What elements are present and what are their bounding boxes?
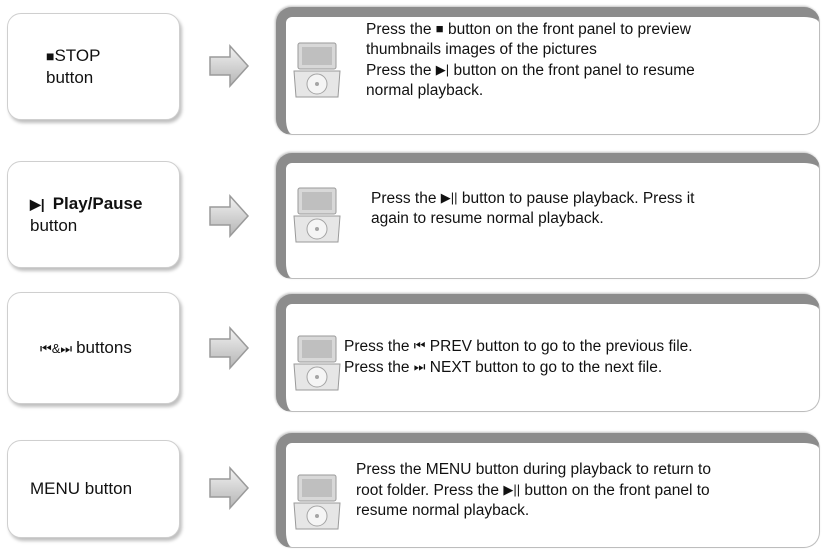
menu-description: Press the MENU button during playback to…	[356, 461, 711, 519]
prev-icon: ⏮	[413, 338, 426, 353]
prev-next-label-box: ⏮&⏭buttons	[7, 292, 180, 404]
prev-next-label-line1: ⏮&⏭buttons	[40, 337, 179, 360]
play-pause-description: Press the ▶|| button to pause playback. …	[371, 190, 695, 227]
stop-description: Press the ■ button on the front panel to…	[366, 21, 695, 99]
stop-label-box: ■STOP button	[7, 13, 180, 120]
right-arrow-icon	[209, 326, 250, 370]
play-pause-label-text: Play/Pause	[52, 193, 143, 213]
portable-dvd-player-icon	[293, 335, 341, 391]
play-pause-icon: ▶|	[435, 62, 450, 77]
menu-description-panel: Press the MENU button during playback to…	[276, 433, 820, 548]
play-pause-icon: ▶||	[440, 190, 458, 205]
play-pause-label-line2: button	[30, 215, 78, 235]
prev-next-icon: ⏮&⏭	[40, 340, 73, 356]
play-pause-label-line1: ▶| Play/Pause	[30, 193, 179, 215]
play-pause-description-panel: Press the ▶|| button to pause playback. …	[276, 153, 820, 279]
prev-next-description-panel: Press the ⏮ PREV button to go to the pre…	[276, 294, 820, 412]
menu-label-text: MENU button	[30, 479, 133, 498]
prev-next-description: Press the ⏮ PREV button to go to the pre…	[344, 338, 693, 376]
stop-icon: ■	[46, 47, 55, 64]
stop-label-text: STOP	[54, 45, 101, 65]
portable-dvd-player-icon	[293, 42, 341, 98]
stop-label-line2: button	[46, 67, 94, 87]
right-arrow-icon	[209, 466, 250, 510]
right-arrow-icon	[209, 194, 250, 238]
play-pause-icon: ▶|	[30, 195, 45, 212]
stop-description-panel: Press the ■ button on the front panel to…	[276, 7, 820, 135]
play-pause-label-box: ▶| Play/Pause button	[7, 161, 180, 268]
portable-dvd-player-icon	[293, 474, 341, 530]
portable-dvd-player-icon	[293, 187, 341, 243]
stop-button-icon: ■	[435, 21, 444, 36]
next-icon: ⏭	[413, 359, 426, 374]
stop-label-line1: ■STOP	[46, 45, 179, 67]
prev-next-label-text: buttons	[76, 337, 132, 357]
play-pause-icon: ▶||	[503, 482, 521, 497]
right-arrow-icon	[209, 44, 250, 88]
menu-label-box: MENU button	[7, 440, 180, 538]
